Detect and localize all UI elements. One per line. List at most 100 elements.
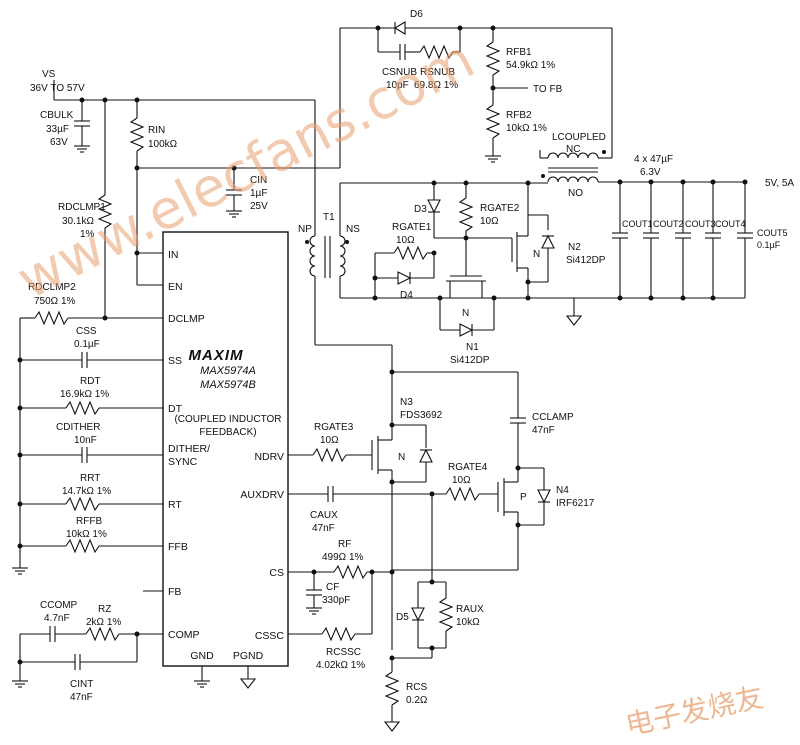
rdclmp1-resistor (97, 100, 113, 321)
ns-label: NS (346, 224, 360, 235)
d6-label: D6 (410, 9, 423, 20)
cin-capacitor (225, 165, 243, 218)
cint-value: 47nF (70, 692, 93, 703)
cout-header-1: 4 x 47µF (634, 154, 673, 165)
cbulk-value: 33µF (46, 124, 69, 135)
n3-part: FDS3692 (400, 410, 443, 421)
rcssc-value: 4.02kΩ 1% (316, 660, 365, 671)
rgate1-value: 10Ω (396, 235, 415, 246)
rgate4-ref: RGATE4 (448, 462, 488, 473)
cdither-ref: CDITHER (56, 422, 100, 433)
n2-ref: N2 (568, 242, 581, 253)
rz-ref: RZ (98, 604, 111, 615)
rffb-value: 10kΩ 1% (66, 529, 107, 540)
csnub-value: 10pF (386, 80, 409, 91)
vs-range: 36V TO 57V (30, 83, 85, 94)
rin-ref: RIN (148, 125, 165, 136)
cout1-capacitor (612, 179, 628, 301)
cout3-capacitor (675, 179, 691, 301)
pin-dither: DITHER/ (168, 443, 210, 455)
cbulk-capacitor (73, 100, 91, 153)
cout4-capacitor (705, 179, 721, 301)
cin-value: 1µF (250, 188, 267, 199)
rcs-ref: RCS (406, 682, 427, 693)
ic-body (162, 231, 289, 667)
rfb2-value: 10kΩ 1% (506, 123, 547, 134)
pin-comp: COMP (168, 629, 200, 641)
maxim-logo: MAXIM (189, 347, 244, 364)
pin-in: IN (168, 249, 179, 261)
transformer-t1 (305, 100, 349, 345)
rsnub-ref: RSNUB (420, 67, 455, 78)
caux-value: 47nF (312, 523, 335, 534)
input-section: VS 36V TO 57V CBULK 33µF 63V RIN 100kΩ C… (20, 28, 341, 326)
chip-note-2: FEEDBACK) (199, 427, 256, 438)
cout2-label: COUT2 (653, 219, 684, 229)
pin-cssc: CSSC (255, 630, 285, 642)
rf-value: 499Ω 1% (322, 552, 364, 563)
pin-pgnd: PGND (233, 650, 264, 662)
pin-fb: FB (168, 586, 181, 598)
to-fb-label: TO FB (533, 84, 563, 95)
pin-cs: CS (269, 567, 284, 579)
cout5-capacitor (737, 179, 753, 298)
cbulk-ref: CBULK (40, 110, 74, 121)
cout1-label: COUT1 (622, 219, 653, 229)
rdclmp1-ref: RDCLMP1 (58, 202, 106, 213)
rdclmp2-ref: RDCLMP2 (28, 282, 76, 293)
rcssc-ref: RCSSC (326, 647, 361, 658)
snubber-feedback: CSNUB 10pF RSNUB 69.8Ω 1% D6 TO FB RFB1 … (340, 9, 613, 199)
cout4-label: COUT4 (715, 219, 746, 229)
pin-dclmp: DCLMP (168, 313, 205, 325)
d3-label: D3 (414, 204, 427, 215)
np-label: NP (298, 224, 312, 235)
pin-auxdrv: AUXDRV (240, 489, 284, 501)
cf-value: 330pF (322, 595, 350, 606)
rsnub-value: 69.8Ω 1% (414, 80, 458, 91)
rgate2-ref: RGATE2 (480, 203, 520, 214)
pin-ndrv: NDRV (254, 451, 284, 463)
css-value: 0.1µF (74, 339, 100, 350)
watermark-cn: 电子发烧友 (623, 680, 767, 741)
rdt-ref: RDT (80, 376, 101, 387)
rrt-ref: RRT (80, 473, 100, 484)
n2-part: Si412DP (566, 255, 606, 266)
output-capacitors: 4 x 47µF 6.3V COUT1 COUT2 COUT3 COUT4 CO… (612, 154, 788, 301)
rf-ref: RF (338, 539, 351, 550)
rgate1-ref: RGATE1 (392, 222, 432, 233)
rdclmp2-value: 750Ω 1% (34, 296, 76, 307)
pin-rt: RT (168, 499, 182, 511)
cout3-label: COUT3 (685, 219, 716, 229)
css-ref: CSS (76, 326, 97, 337)
no-label: NO (568, 188, 583, 199)
cout-header-2: 6.3V (640, 167, 661, 178)
cin-ref: CIN (250, 175, 267, 186)
ccomp-ref: CCOMP (40, 600, 78, 611)
rcs-value: 0.2Ω (406, 695, 428, 706)
cclamp-ref: CCLAMP (532, 412, 574, 423)
pin-en: EN (168, 281, 183, 293)
rfb1-ref: RFB1 (506, 47, 532, 58)
n3-ref: N3 (400, 397, 413, 408)
rdclmp2-resistor (20, 310, 105, 326)
pin-ss: SS (168, 355, 182, 367)
rin-resistor (129, 100, 145, 168)
cbulk-voltage: 63V (50, 137, 68, 148)
left-network: CSS 0.1µF RDT 16.9kΩ 1% CDITHER 10nF RRT… (11, 318, 256, 703)
rgate4-value: 10Ω (452, 475, 471, 486)
rdclmp1-value: 30.1kΩ (62, 216, 94, 227)
part-number-a: MAX5974A (200, 365, 256, 377)
pin-ffb: FFB (168, 541, 188, 553)
caux-ref: CAUX (310, 510, 338, 521)
cf-ref: CF (326, 582, 339, 593)
rz-value: 2kΩ 1% (86, 617, 121, 628)
cout2-capacitor (643, 179, 659, 301)
cout5-value: 0.1µF (757, 240, 781, 250)
nc-label: NC (566, 144, 580, 155)
rin-value: 100kΩ (148, 139, 178, 150)
rfb2-ref: RFB2 (506, 110, 532, 121)
pin-dt: DT (168, 403, 183, 415)
pin-gnd: GND (190, 650, 214, 662)
n1-ref: N1 (466, 342, 479, 353)
